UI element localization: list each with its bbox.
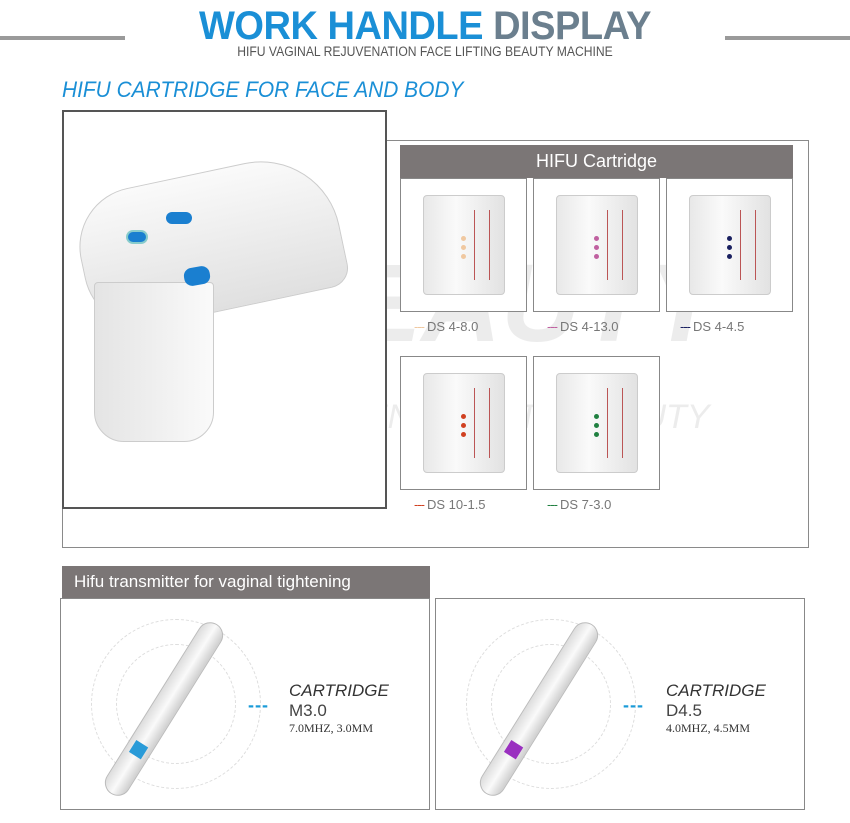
cartridge-dot — [461, 236, 466, 241]
dash-marker: --- — [547, 319, 558, 334]
dash-marker: --- — [248, 695, 269, 715]
transmitter-tip — [128, 740, 149, 760]
dash-marker: --- — [547, 497, 558, 512]
cartridge-dot — [594, 414, 599, 419]
cartridge-model: M3.0 — [289, 701, 327, 720]
cartridge-dot — [594, 432, 599, 437]
cartridge-dot — [594, 254, 599, 259]
cartridge-dot — [461, 254, 466, 259]
dash-marker: --- — [414, 319, 425, 334]
cartridge-label: ---DS 4-8.0 — [414, 319, 479, 334]
cartridge-spec: 4.0MHZ, 4.5MM — [666, 721, 751, 735]
cartridge-dot — [727, 254, 732, 259]
dash-marker: --- — [680, 319, 691, 334]
divider-right — [725, 36, 850, 40]
cartridge-model: D4.5 — [666, 701, 702, 720]
transmitter-panel-m30: --- CARTRIDGE M3.0 7.0MHZ, 3.0MM — [60, 598, 430, 810]
cartridge-dot — [461, 245, 466, 250]
cartridge-panel-title: HIFU Cartridge — [400, 145, 793, 178]
cartridge-dot — [594, 236, 599, 241]
page-subtitle: HIFU VAGINAL REJUVENATION FACE LIFTING B… — [237, 44, 613, 59]
cartridge-image — [400, 356, 527, 490]
page-title: WORK HANDLE DISPLAY — [199, 4, 651, 48]
cartridge-label: ---DS 10-1.5 — [414, 497, 486, 512]
cartridge-image — [533, 356, 660, 490]
cartridge-dot — [461, 432, 466, 437]
transmitter-panel-d45: --- CARTRIDGE D4.5 4.0MHZ, 4.5MM — [435, 598, 805, 810]
cartridge-image — [666, 178, 793, 312]
cartridge-dot — [727, 236, 732, 241]
cartridge-dot — [461, 414, 466, 419]
cartridge-image — [400, 178, 527, 312]
cartridge-label: ---DS 7-3.0 — [547, 497, 612, 512]
transmitter-tip — [503, 740, 524, 760]
cartridge-spec: 7.0MHZ, 3.0MM — [289, 721, 374, 735]
cartridge-label: ---DS 4-4.5 — [680, 319, 745, 334]
dash-marker: --- — [414, 497, 425, 512]
cartridge-title: CARTRIDGE — [666, 681, 766, 700]
cartridge-label: ---DS 4-13.0 — [547, 319, 619, 334]
cartridge-image — [533, 178, 660, 312]
section-heading: HIFU CARTRIDGE FOR FACE AND BODY — [62, 77, 464, 102]
cartridge-dot — [594, 423, 599, 428]
cartridge-title: CARTRIDGE — [289, 681, 389, 700]
cartridge-dot — [594, 245, 599, 250]
cartridge-dot — [461, 423, 466, 428]
cartridge-dot — [727, 245, 732, 250]
work-handle-image — [62, 110, 387, 509]
transmitter-section-heading: Hifu transmitter for vaginal tightening — [62, 566, 430, 598]
divider-left — [0, 36, 125, 40]
dash-marker: --- — [623, 695, 644, 715]
